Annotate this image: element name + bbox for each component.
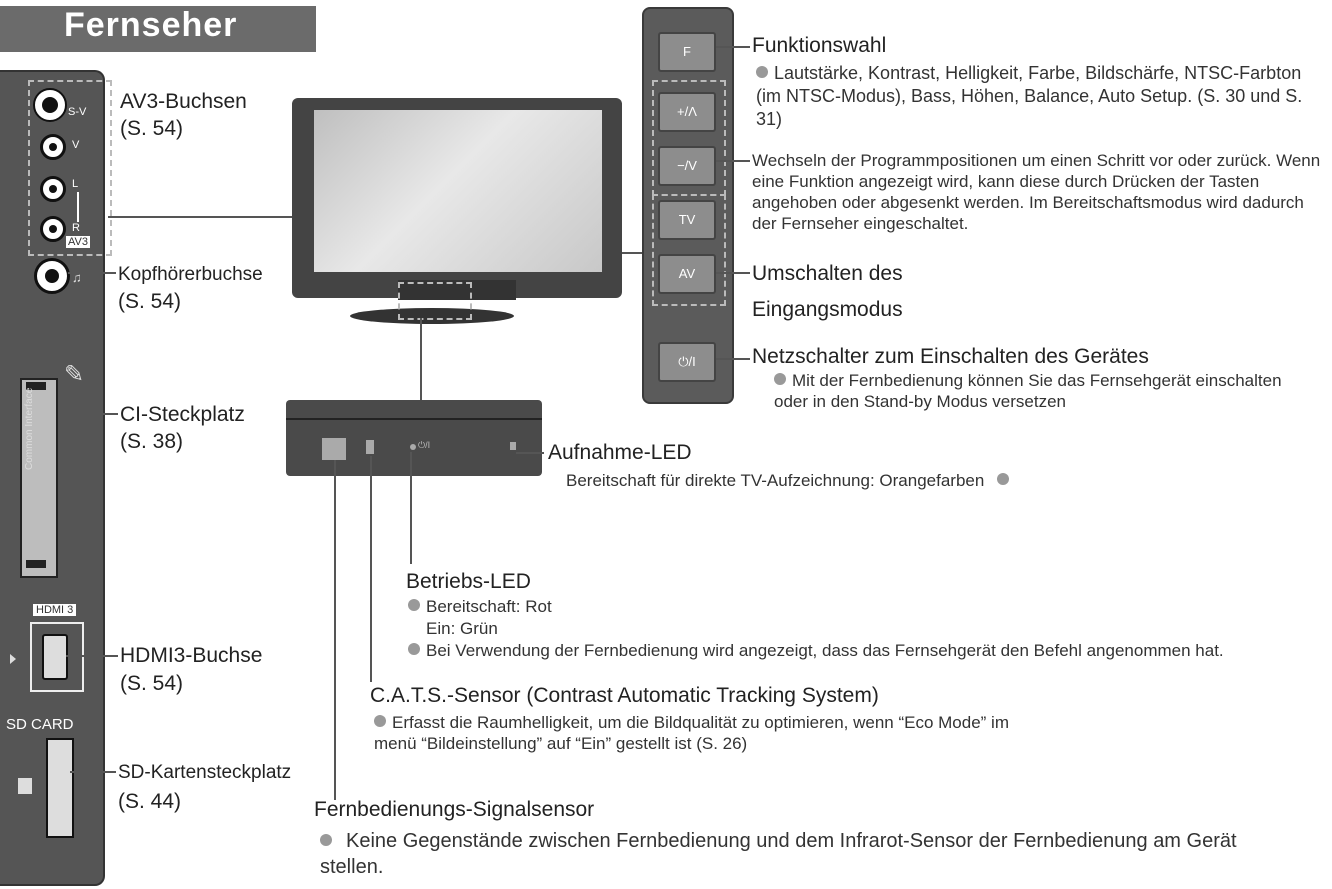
kopf-name: Kopfhörerbuchse bbox=[118, 264, 263, 285]
function-button[interactable]: F bbox=[658, 32, 716, 72]
bullet-icon bbox=[374, 715, 386, 727]
cats-leader bbox=[370, 456, 372, 682]
audio-right-jack bbox=[40, 216, 66, 242]
netzschalter-leader bbox=[716, 358, 750, 360]
av3-ref: (S. 54) bbox=[120, 117, 184, 140]
audio-right-label: R bbox=[72, 222, 80, 234]
ci-slot-top-clip bbox=[26, 382, 46, 390]
wechseln-desc: Wechseln der Programmpositionen um einen… bbox=[752, 151, 1321, 233]
aufnahme-leader bbox=[516, 452, 544, 454]
bullet-icon bbox=[408, 599, 420, 611]
lr-divider bbox=[77, 192, 79, 222]
audio-left-label: L bbox=[72, 178, 79, 190]
tv-front-highlight bbox=[398, 282, 472, 320]
umschalten-leader bbox=[716, 272, 750, 274]
cats-sensor bbox=[366, 440, 374, 454]
svideo-label: S-V bbox=[68, 106, 87, 118]
sd-card-icon bbox=[18, 778, 32, 794]
down-button[interactable]: −/V bbox=[658, 146, 716, 186]
cats-desc: Erfasst die Raumhelligkeit, um die Bildq… bbox=[374, 713, 1009, 753]
ci-ref: (S. 38) bbox=[120, 430, 184, 453]
kopf-leader bbox=[68, 272, 116, 274]
record-led bbox=[510, 442, 516, 450]
wechseln-leader bbox=[716, 160, 750, 162]
bullet-icon bbox=[997, 473, 1010, 485]
video-label: V bbox=[72, 139, 80, 151]
funktionswahl-leader bbox=[716, 46, 750, 48]
sd-ref: (S. 44) bbox=[118, 790, 182, 813]
av3-leader bbox=[108, 216, 292, 218]
betriebs-leader bbox=[410, 452, 412, 564]
receiver-divider bbox=[286, 418, 542, 420]
headphone-jack bbox=[34, 258, 70, 294]
power-mark: ⏻/I bbox=[418, 440, 431, 450]
sd-name: SD-Kartensteckplatz bbox=[118, 762, 292, 783]
bullet-icon bbox=[756, 66, 768, 78]
tv-base-neck bbox=[398, 280, 516, 300]
up-button[interactable]: +/Λ bbox=[658, 92, 716, 132]
remote-sensor bbox=[322, 438, 346, 460]
netzschalter-desc: Mit der Fernbedienung können Sie das Fer… bbox=[774, 371, 1282, 411]
av3-highlight-frame bbox=[28, 80, 112, 256]
funktionswahl-desc: Lautstärke, Kontrast, Helligkeit, Farbe,… bbox=[756, 63, 1303, 129]
ci-leader bbox=[88, 413, 118, 415]
sd-leader bbox=[70, 771, 116, 773]
hdmi-ref: (S. 54) bbox=[120, 672, 184, 695]
hdmi-name: HDMI3-Buchse bbox=[120, 644, 263, 667]
sd-tag: SD CARD bbox=[6, 716, 74, 733]
headphone-icon: ♫ bbox=[72, 270, 82, 285]
hdmi-frame bbox=[30, 622, 84, 692]
kopf-ref: (S. 54) bbox=[118, 290, 182, 313]
tv-to-receiver-leader bbox=[420, 318, 422, 402]
bullet-icon bbox=[774, 373, 786, 385]
netzschalter-title: Netzschalter zum Einschalten des Gerätes bbox=[752, 345, 1149, 368]
svideo-jack bbox=[33, 88, 67, 122]
power-button[interactable]: ⏻/I bbox=[658, 342, 716, 382]
bullet-icon bbox=[408, 643, 420, 655]
aufnahme-desc: Bereitschaft für direkte TV-Aufzeichnung… bbox=[566, 470, 1206, 491]
sd-slot bbox=[46, 738, 74, 838]
av3-tag: AV3 bbox=[66, 236, 90, 248]
hdmi-port bbox=[42, 634, 68, 680]
umschalten-line1: Umschalten des bbox=[752, 262, 903, 285]
power-led bbox=[410, 444, 416, 450]
umschalten-line2: Eingangsmodus bbox=[752, 298, 903, 321]
video-jack bbox=[40, 134, 66, 160]
hdmi-tag: HDMI 3 bbox=[33, 604, 77, 616]
funktionswahl-title: Funktionswahl bbox=[752, 34, 887, 57]
hdmi-leader bbox=[66, 655, 118, 657]
ci-name: CI-Steckplatz bbox=[120, 403, 245, 426]
bullet-icon bbox=[320, 834, 332, 846]
input-buttons-frame bbox=[652, 194, 726, 306]
aufnahme-title: Aufnahme-LED bbox=[548, 441, 692, 464]
ci-slot-bottom-clip bbox=[26, 560, 46, 568]
cats-title: C.A.T.S.-Sensor (Contrast Automatic Trac… bbox=[370, 684, 879, 707]
title-banner: Fernseher bbox=[0, 6, 316, 52]
tv-button[interactable]: TV bbox=[658, 200, 716, 240]
tv-stand bbox=[350, 308, 514, 324]
betriebs-line1: Bereitschaft: Rot bbox=[408, 596, 1268, 617]
betriebs-line3: Bei Verwendung der Fernbedienung wird an… bbox=[408, 640, 1268, 661]
card-insert-icon: ✎ bbox=[64, 361, 85, 388]
tv-to-panel-leader bbox=[622, 252, 644, 254]
fernbed-leader bbox=[334, 460, 336, 800]
ci-slot bbox=[20, 378, 58, 578]
fernbed-title: Fernbedienungs-Signalsensor bbox=[314, 798, 595, 821]
betriebs-title: Betriebs-LED bbox=[406, 570, 531, 593]
av-button[interactable]: AV bbox=[658, 254, 716, 294]
fernbed-desc: Keine Gegenstände zwischen Fernbedienung… bbox=[320, 830, 1237, 878]
ci-vertical-tag: Common Interface bbox=[24, 387, 35, 470]
tv-screen bbox=[314, 110, 602, 272]
hdmi-arrow-icon bbox=[10, 654, 16, 664]
betriebs-line2: Ein: Grün bbox=[426, 619, 498, 638]
av3-name: AV3-Buchsen bbox=[120, 90, 247, 113]
page-title: Fernseher bbox=[64, 6, 238, 44]
audio-left-jack bbox=[40, 176, 66, 202]
